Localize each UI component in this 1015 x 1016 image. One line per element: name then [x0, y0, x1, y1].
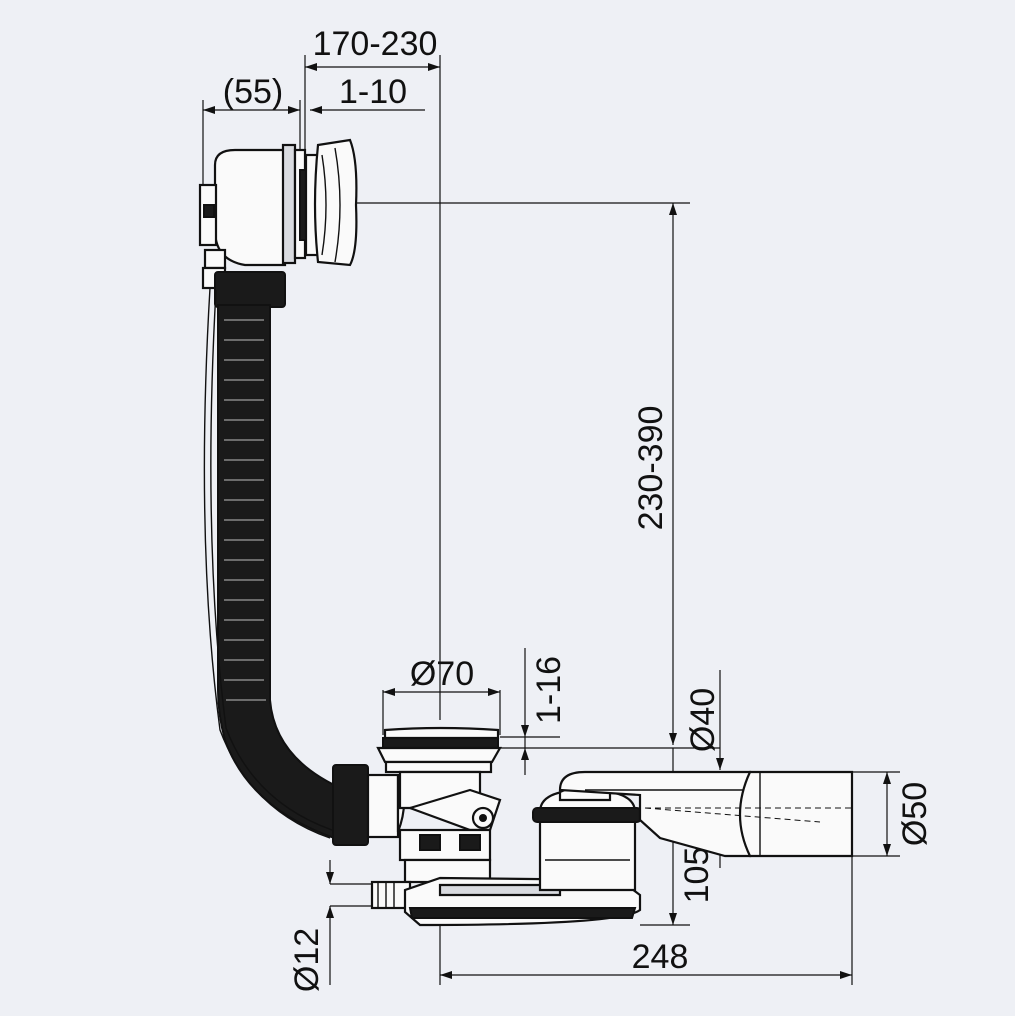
dim-label-55: (55)	[223, 73, 283, 111]
drain-plug	[376, 726, 502, 884]
inlet-nipple	[370, 880, 412, 910]
dim-label-248: 248	[632, 938, 689, 976]
outlet-pipe	[558, 770, 854, 858]
dim-label-d50: Ø50	[896, 782, 934, 846]
dimension-d40: Ø40	[684, 670, 724, 868]
dimension-170-230: 170-230	[304, 25, 441, 720]
dimension-d50: Ø50	[850, 771, 934, 857]
dimension-d70: Ø70	[382, 655, 501, 735]
hose-connector	[332, 764, 406, 846]
dim-label-d12: Ø12	[288, 928, 326, 992]
dimension-230-390: 230-390	[255, 202, 690, 745]
dimension-248: 248	[439, 856, 853, 985]
corrugated-hose	[217, 304, 347, 842]
trap-bell	[532, 784, 642, 892]
dimension-1-16: 1-16	[500, 648, 720, 775]
dimension-55: (55)	[202, 73, 301, 190]
dim-label-1-16: 1-16	[530, 656, 568, 724]
dim-label-1-10: 1-10	[339, 73, 407, 111]
dim-label-105: 105	[678, 847, 716, 904]
bowden-cable	[203, 287, 333, 839]
dim-label-d40: Ø40	[684, 688, 722, 752]
dim-label-d70: Ø70	[410, 655, 474, 693]
dimension-1-10: 1-10	[310, 73, 425, 114]
dim-label-170-230: 170-230	[313, 25, 438, 63]
overflow-assembly	[198, 138, 358, 308]
dimension-d12: Ø12	[288, 860, 380, 992]
dim-label-230-390: 230-390	[632, 406, 670, 531]
